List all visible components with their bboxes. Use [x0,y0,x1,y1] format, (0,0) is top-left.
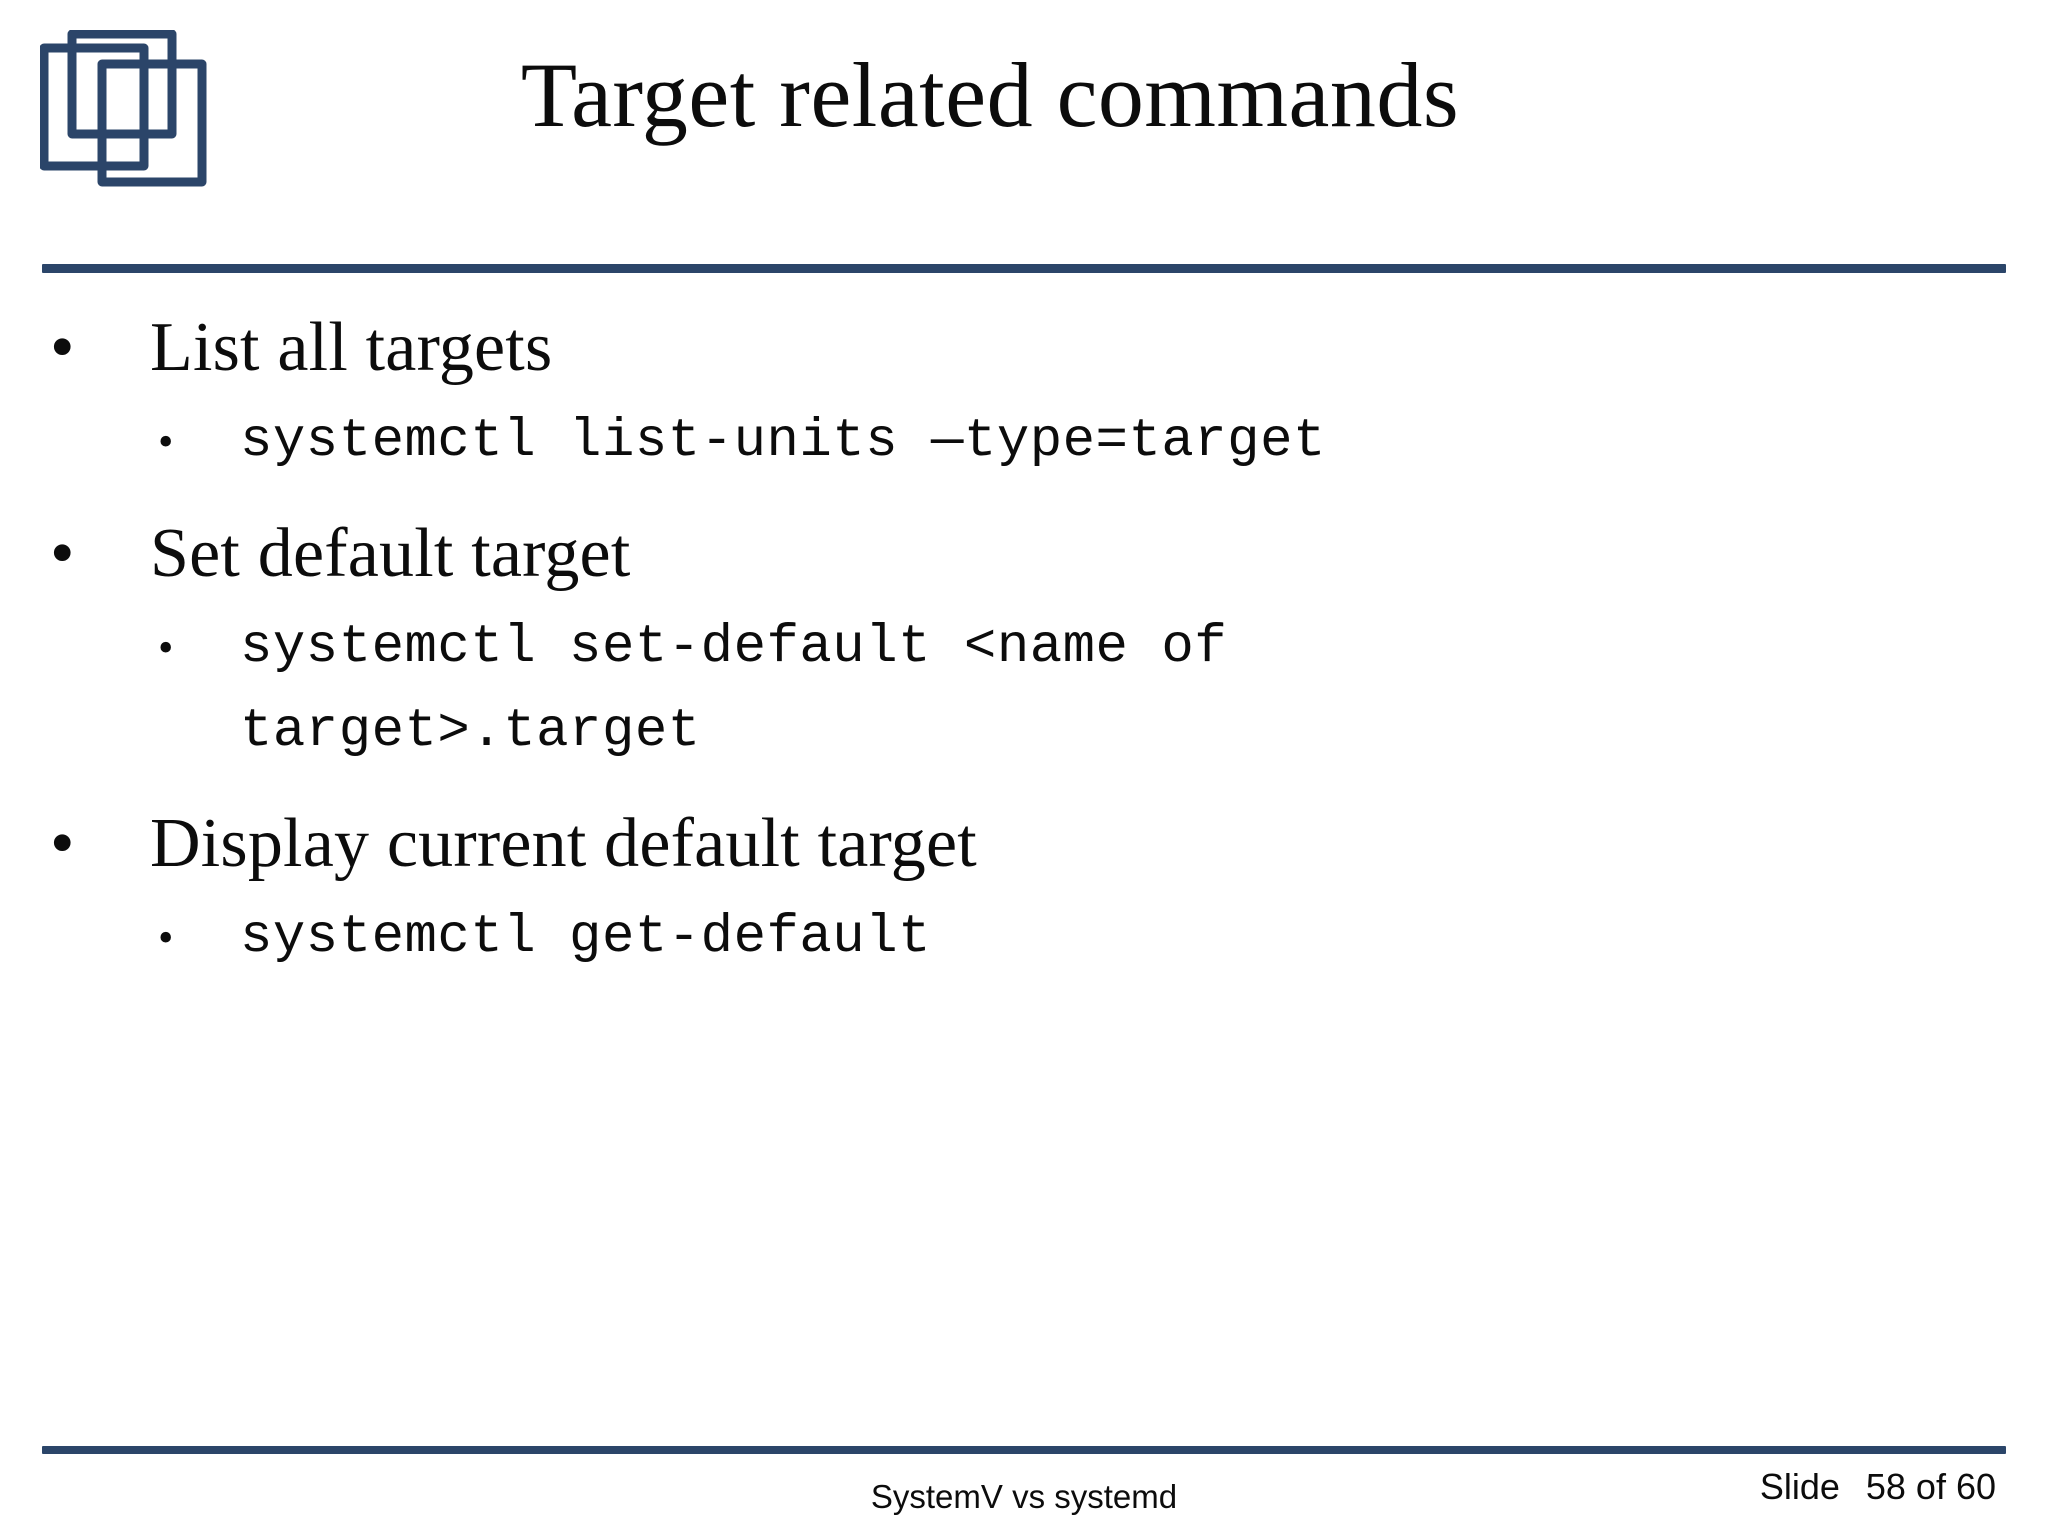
sub-bullet-item-list-units-command: • systemctl list-units —type=target [42,400,2002,484]
three-overlapping-squares-logo [40,30,270,190]
command-text: systemctl set-default <name of target>.t… [240,617,1261,762]
bullet-text: Display current default target [150,805,977,882]
spacer [42,490,2002,506]
footer-divider [42,1446,2006,1454]
bullet-item-set-default-target: • Set default target [42,506,2002,602]
footer-presentation-title: SystemV vs systemd [870,1478,1178,1515]
slide-title: Target related commands [520,44,1460,146]
sub-bullet-glyph: • [158,913,174,962]
spacer [42,780,2002,796]
header-divider [42,264,2006,273]
sub-bullet-glyph: • [158,623,174,672]
footer-slide-counter: Slide 58 of 60 [1760,1466,1996,1508]
bullet-glyph: • [50,515,75,592]
bullet-glyph: • [50,309,75,386]
command-text: systemctl list-units —type=target [240,411,1326,472]
bullet-text: List all targets [150,309,553,386]
bullet-glyph: • [50,805,75,882]
sub-bullet-item-set-default-command: • systemctl set-default <name of target>… [42,606,2002,774]
bullet-item-list-all-targets: • List all targets [42,300,2002,396]
bullet-text: Set default target [150,515,631,592]
sub-bullet-item-get-default-command: • systemctl get-default [42,896,2002,980]
sub-bullet-glyph: • [158,417,174,466]
slide-body: • List all targets • systemctl list-unit… [42,300,2002,986]
slide-label: Slide [1759,1466,1840,1507]
slide-number: 58 of 60 [1865,1466,1996,1507]
command-text: systemctl get-default [240,907,932,968]
bullet-item-display-current-default-target: • Display current default target [42,796,2002,892]
